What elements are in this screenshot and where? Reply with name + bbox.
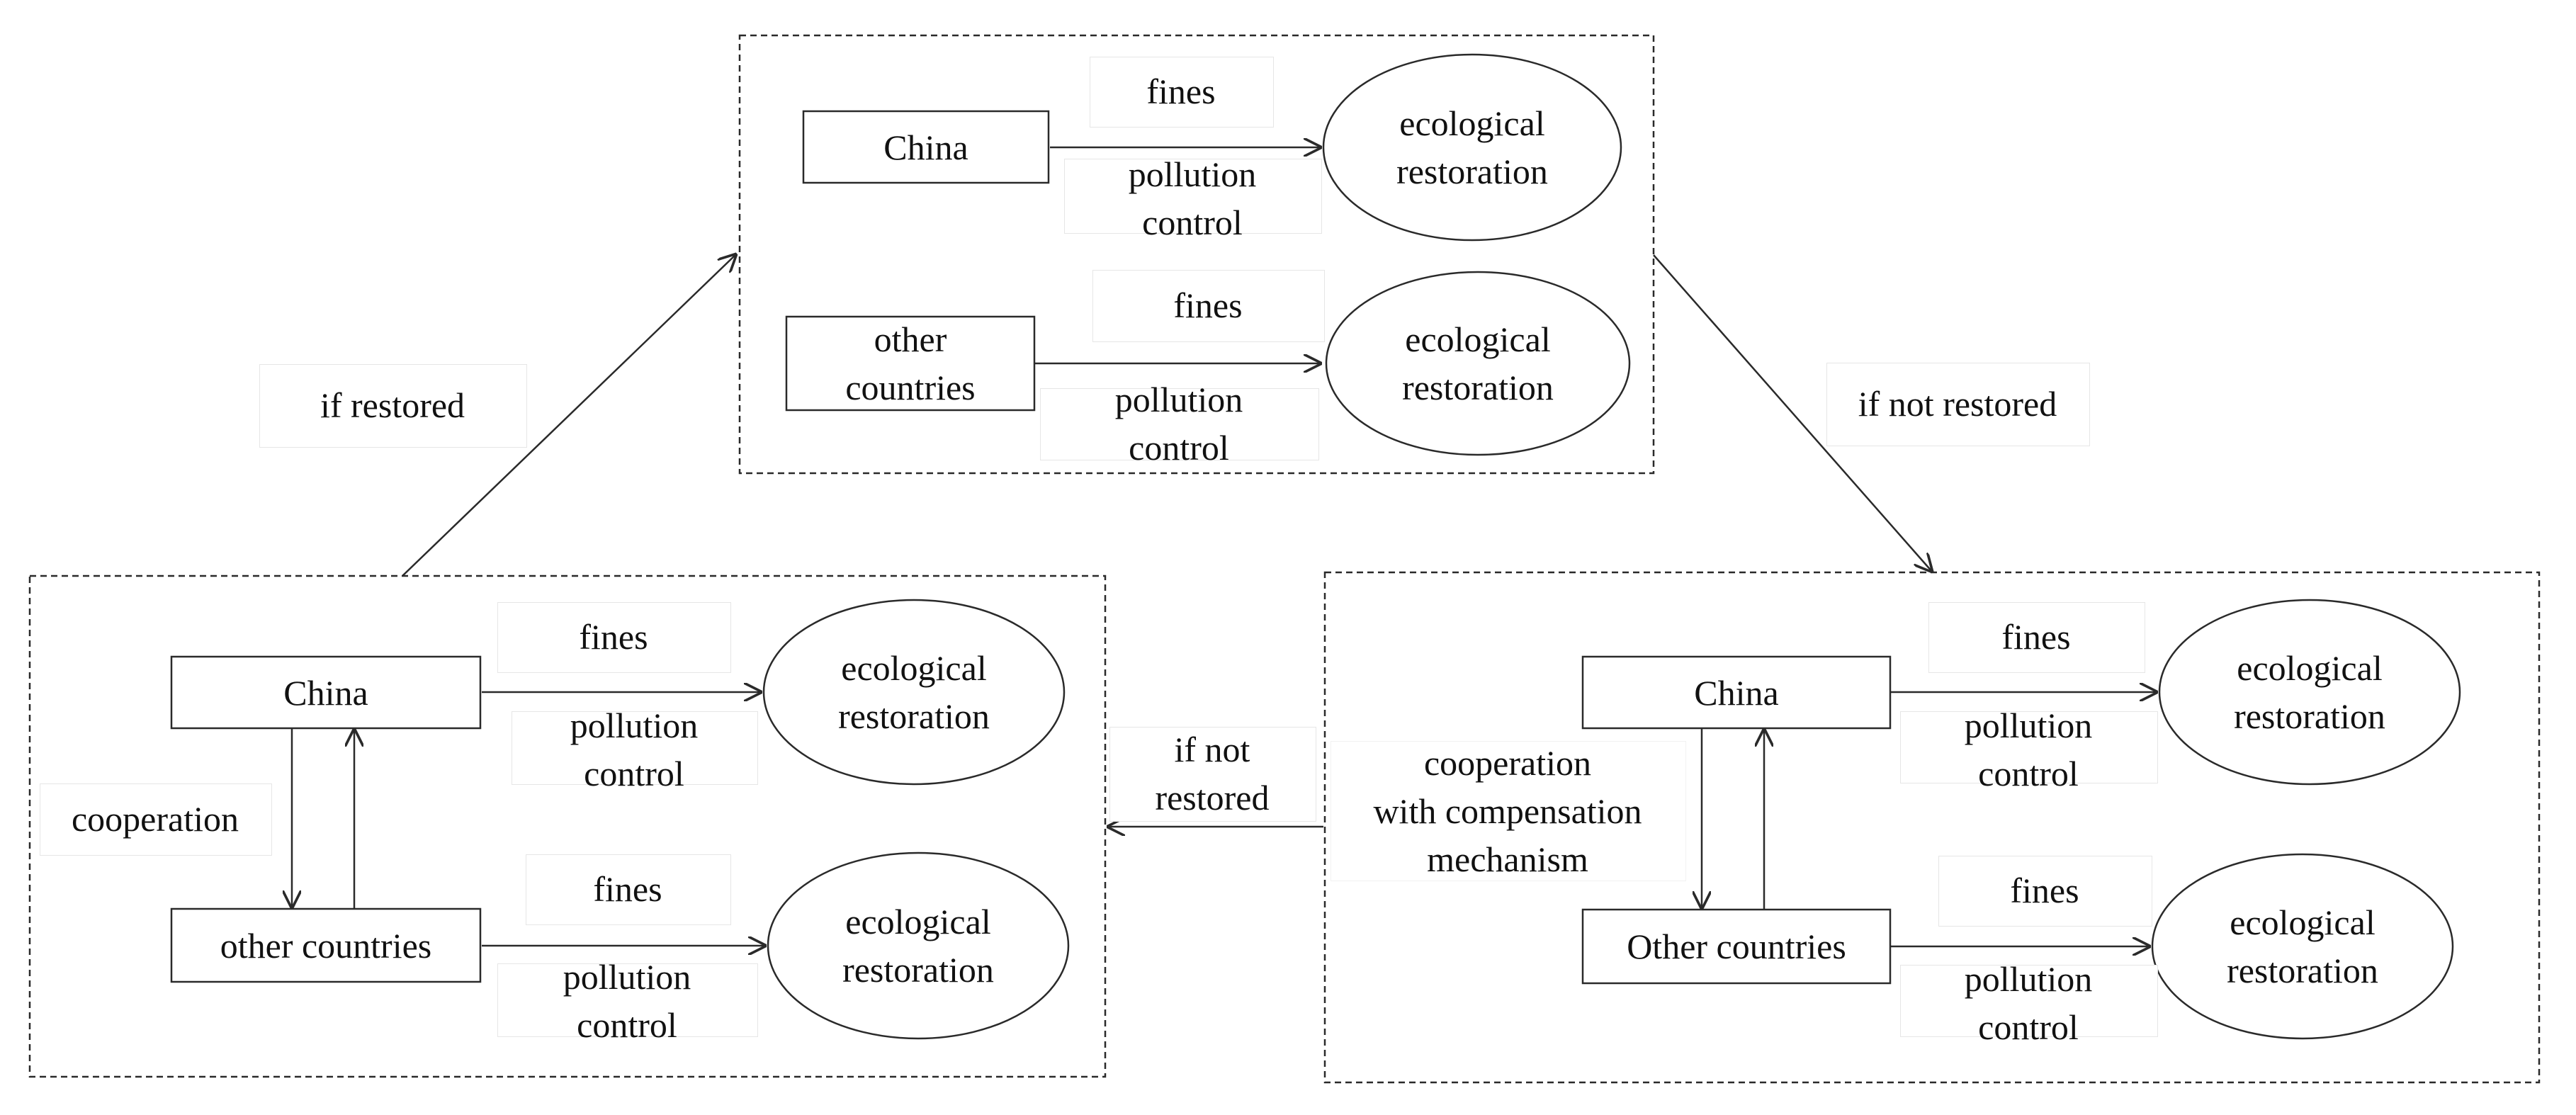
left-row2-fines-label: fines	[593, 869, 662, 909]
left-row1-restoration-label: ecological restoration	[838, 648, 990, 736]
top-row2-pollution-control-label: pollution control	[1114, 380, 1243, 468]
right-row1-pollution-frame	[1900, 711, 2158, 783]
left-to-top-arrow	[402, 254, 737, 577]
left-row1-pollution-control-label: pollution control	[570, 706, 699, 793]
left-cooperation-label: cooperation	[71, 799, 239, 839]
if-restored-frame	[259, 364, 527, 448]
right-row1-restoration-label: ecological restoration	[2234, 648, 2385, 736]
left-panel-frame	[28, 575, 1107, 1078]
top-row2-fines-frame	[1092, 270, 1325, 342]
right-row2-pollution-control-label: pollution control	[1964, 959, 2093, 1047]
top-panel-frame	[738, 34, 1655, 475]
right-cooperation-compensation-label: cooperation with compensation mechanism	[1373, 743, 1642, 879]
left-other-countries-label: other countries	[220, 925, 432, 966]
left-cooperation-frame	[40, 783, 272, 856]
right-row2-pollution-frame	[1900, 965, 2158, 1037]
right-row2-restoration-ellipse	[2151, 853, 2454, 1040]
top-row1-restoration-label: ecological restoration	[1396, 103, 1548, 191]
top-row2-restoration-ellipse	[1325, 271, 1631, 456]
left-row2-restoration-ellipse	[767, 851, 1070, 1040]
right-to-left-label-frame	[1109, 727, 1316, 822]
left-china-box	[170, 655, 482, 730]
left-row2-pollution-control-label: pollution control	[563, 957, 691, 1045]
left-row2-pollution-frame	[497, 963, 758, 1037]
top-row1-pollution-frame	[1064, 159, 1322, 234]
right-row2-restoration-label: ecological restoration	[2227, 902, 2378, 990]
top-row2-restoration-label: ecological restoration	[1402, 319, 1554, 407]
right-china-label: China	[1694, 672, 1779, 713]
top-other-countries-label: other countries	[845, 319, 976, 407]
top-other-countries-box	[785, 315, 1036, 412]
top-row1-fines-label: fines	[1146, 72, 1216, 111]
right-row1-restoration-ellipse	[2158, 599, 2461, 786]
top-row2-pollution-frame	[1040, 388, 1319, 460]
top-row1-fines-frame	[1090, 57, 1274, 128]
left-row1-restoration-ellipse	[762, 599, 1066, 786]
if-restored-label: if restored	[320, 385, 465, 425]
right-other-countries-box	[1581, 908, 1892, 985]
left-row2-restoration-label: ecological restoration	[842, 902, 994, 990]
right-china-box	[1581, 655, 1892, 730]
left-row1-fines-frame	[497, 602, 731, 673]
left-other-countries-box	[170, 907, 482, 983]
if-not-restored-top-frame	[1826, 363, 2090, 446]
right-row2-fines-frame	[1938, 856, 2152, 927]
left-row2-fines-frame	[526, 854, 731, 925]
right-row1-fines-frame	[1928, 602, 2145, 673]
right-row2-fines-label: fines	[2010, 871, 2079, 910]
right-row1-pollution-control-label: pollution control	[1964, 706, 2093, 793]
left-china-label: China	[283, 672, 368, 713]
right-other-countries-label: Other countries	[1627, 927, 1846, 966]
right-cooperation-frame	[1331, 741, 1686, 881]
left-row1-pollution-frame	[512, 711, 758, 785]
right-row1-fines-label: fines	[2001, 617, 2071, 657]
top-china-box	[802, 110, 1050, 184]
if-not-restored-bottom-label: if not restored	[1155, 730, 1270, 817]
top-to-right-arrow	[1653, 254, 1933, 572]
if-not-restored-top-label: if not restored	[1858, 384, 2057, 424]
top-row1-pollution-control-label: pollution control	[1128, 154, 1257, 242]
top-row1-restoration-ellipse	[1322, 53, 1622, 242]
top-china-label: China	[883, 127, 968, 167]
top-row2-fines-label: fines	[1173, 285, 1243, 325]
left-row1-fines-label: fines	[579, 617, 648, 657]
